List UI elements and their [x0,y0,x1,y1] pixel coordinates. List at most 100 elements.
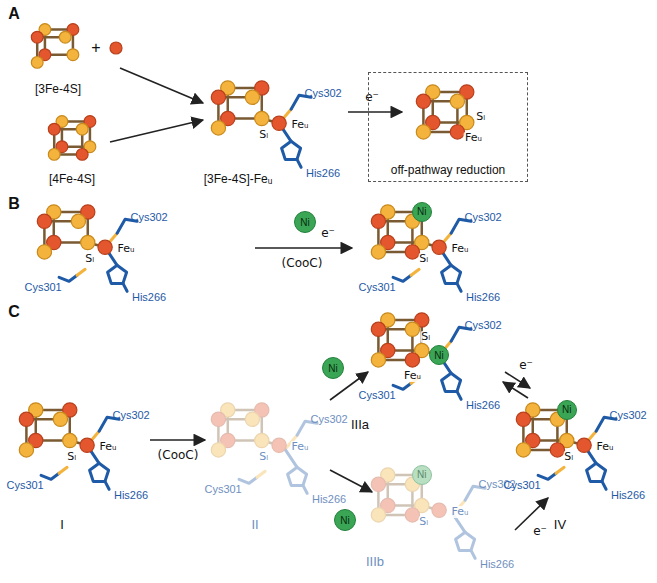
residue-label: His266 [132,291,166,303]
figure-label: (CooC) [158,449,199,462]
node-label: Ni [562,404,571,415]
atom-label: Sₗ [258,450,269,462]
residue-label: Cys301 [6,479,43,491]
panel-letter: B [8,195,20,213]
iron-atom [516,412,530,426]
his266-ring [587,463,606,481]
nickel-atom: Ni [429,345,449,365]
cluster-model [211,403,317,494]
residue-label: Cys302 [112,409,149,421]
cys-sulfur-bond [59,467,67,473]
panel-letter: C [8,303,20,321]
residue-label: Cys302 [130,211,167,223]
cys301-stick [538,473,556,479]
sulfur-atom [48,149,60,161]
nickel-atom: Ni [294,211,316,233]
atom-label: Sₗ [475,110,486,122]
reaction-arrow [348,111,402,113]
sulfur-atom [19,443,33,457]
state-numeral: II [251,518,258,532]
atom-label: Sₗ [66,450,77,462]
iron-atom [272,116,286,130]
state-numeral: IIIb [366,555,384,569]
node-label: Ni [434,350,443,361]
reaction-arrow [120,68,203,103]
iron-atom [48,123,60,135]
atom-label: Feᵤ [403,370,422,382]
node-label: Ni [300,217,309,228]
nickel-atom: Ni [322,357,344,379]
residue-label: His266 [466,291,500,303]
cys301-stick [393,383,411,389]
figure-label: [3Fe-4S]-Feᵤ [204,173,273,186]
nickel-atom: Ni [557,400,577,420]
cluster-model [211,81,311,168]
nickel-atom: Ni [412,465,432,485]
iron-atom [272,438,286,452]
sulfur-atom [59,31,71,43]
atom-label: Feᵤ [464,132,483,144]
sulfur-atom [71,214,85,228]
iron-atom [371,477,385,491]
iron-atom [405,353,419,367]
atom-label: Sₗ [418,515,429,527]
figure-label: [4Fe-4S] [49,173,95,186]
iron-atom [19,412,33,426]
node-label: off-pathway reduction [391,163,506,177]
his266-stick [123,283,127,291]
cys-sulfur-bond [77,269,85,275]
sulfur-atom [31,57,43,69]
sulfur-atom [245,412,259,426]
sulfur-atom [255,111,269,125]
atom-label: Sₗ [84,252,95,264]
his266-stick [297,159,301,167]
atom-label: Feᵤ [99,441,118,453]
iron-atom [110,42,122,54]
sulfur-atom [81,235,95,249]
dashed-box: off-pathway reduction [368,72,528,182]
residue-label: Cys301 [24,281,61,293]
residue-label: Cys301 [358,281,395,293]
iron-atom [371,322,385,336]
sulfur-atom [516,443,530,457]
atom-label: Feᵤ [291,119,310,131]
iron-atom [76,149,88,161]
cys-sulfur-bond [556,467,564,473]
reaction-arrow [330,470,372,492]
atom-label: Feᵤ [596,441,615,453]
atom-label: Feᵤ [451,243,470,255]
figure-label: e⁻ [533,525,547,538]
cys301-stick [41,473,59,479]
reaction-arrow [503,382,528,398]
residue-label: Cys302 [609,409,646,421]
atom-label: Feᵤ [291,441,310,453]
node-label: Ni [328,363,337,374]
sulfur-atom [211,443,225,457]
atom-label: Feᵤ [117,243,136,255]
his266-stick [602,481,606,489]
his266-ring [288,467,307,485]
reaction-arrow [255,247,352,249]
residue-label: Cys301 [204,483,241,495]
cluster-model [37,205,137,291]
iron-atom [80,438,94,452]
cluster-model [31,24,78,69]
cluster-model [48,116,95,161]
iron-atom [432,503,446,517]
residue-label: Cys302 [464,211,501,223]
iron-atom [416,94,430,108]
his266-ring [442,373,461,391]
residue-label: His266 [466,399,500,411]
sulfur-atom [371,353,385,367]
sulfur-atom [416,125,430,139]
his266-stick [105,481,109,489]
iron-atom [450,125,464,139]
sulfur-atom [211,121,225,135]
his266-stick [303,485,307,493]
state-numeral: I [60,518,64,532]
reaction-arrow [110,120,203,142]
cys301-stick [393,275,411,281]
residue-label: Cys302 [310,413,347,425]
figure-label: [3Fe-4S] [35,83,81,96]
